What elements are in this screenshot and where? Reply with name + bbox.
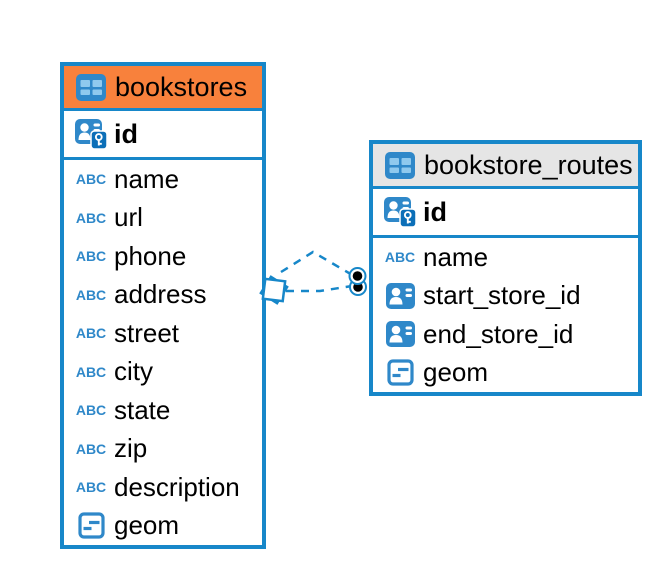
table-header[interactable]: bookstores xyxy=(64,66,262,111)
table-icon xyxy=(383,152,417,179)
column-name: url xyxy=(114,202,143,233)
text-type-icon: ABC xyxy=(75,248,107,265)
primary-key-icon xyxy=(74,119,108,150)
column-name: name xyxy=(114,163,180,194)
column-name: id xyxy=(423,196,447,227)
column-row[interactable]: end_store_id xyxy=(373,315,638,354)
text-type-icon: ABC xyxy=(75,171,107,188)
column-name: geom xyxy=(114,510,180,541)
text-type-icon: ABC xyxy=(75,479,107,496)
column-row[interactable]: geom xyxy=(64,506,262,545)
table-bookstores[interactable]: bookstores id ABC name ABC url ABC phone… xyxy=(60,62,266,549)
geometry-type-icon xyxy=(383,359,417,386)
text-type-icon: ABC xyxy=(75,286,107,303)
column-row[interactable]: ABC street xyxy=(64,314,262,353)
column-name: geom xyxy=(423,357,489,388)
column-row[interactable]: ABC description xyxy=(64,468,262,507)
column-name: city xyxy=(114,356,153,387)
table-header[interactable]: bookstore_routes xyxy=(373,144,638,189)
table-bookstore-routes[interactable]: bookstore_routes id ABC name start_store… xyxy=(369,140,642,396)
column-name: phone xyxy=(114,240,187,271)
text-type-icon: ABC xyxy=(75,402,107,419)
relation-line-lower[interactable] xyxy=(286,284,353,293)
primary-key-icon xyxy=(383,197,417,228)
column-row[interactable]: ABC address xyxy=(64,275,262,314)
reference-type-icon xyxy=(383,283,417,309)
text-type-icon: ABC xyxy=(384,249,416,266)
column-row[interactable]: ABC city xyxy=(64,352,262,391)
column-row[interactable]: ABC name xyxy=(373,238,638,277)
text-type-icon: ABC xyxy=(75,209,107,226)
column-row[interactable]: id xyxy=(64,111,262,160)
column-name: address xyxy=(114,279,207,310)
column-row[interactable]: ABC phone xyxy=(64,237,262,276)
text-type-icon: ABC xyxy=(75,363,107,380)
table-title: bookstores xyxy=(115,71,248,102)
column-row[interactable]: ABC zip xyxy=(64,429,262,468)
column-name: state xyxy=(114,394,171,425)
column-name: zip xyxy=(114,433,148,464)
column-row[interactable]: ABC url xyxy=(64,198,262,237)
column-name: start_store_id xyxy=(423,280,581,311)
relation-line-upper[interactable] xyxy=(280,250,355,278)
text-type-icon: ABC xyxy=(75,440,107,457)
column-name: street xyxy=(114,317,180,348)
column-row[interactable]: id xyxy=(373,189,638,238)
relation-endpoint-dots[interactable] xyxy=(348,267,367,296)
column-name: description xyxy=(114,471,240,502)
table-icon xyxy=(74,74,108,101)
text-type-icon: ABC xyxy=(75,325,107,342)
column-name: name xyxy=(423,241,489,272)
column-row[interactable]: ABC state xyxy=(64,391,262,430)
column-name: end_store_id xyxy=(423,318,574,349)
column-row[interactable]: geom xyxy=(373,353,638,392)
reference-type-icon xyxy=(383,321,417,347)
column-row[interactable]: ABC name xyxy=(64,160,262,199)
column-name: id xyxy=(114,118,138,149)
column-row[interactable]: start_store_id xyxy=(373,276,638,315)
table-title: bookstore_routes xyxy=(424,149,633,180)
geometry-type-icon xyxy=(74,512,108,539)
